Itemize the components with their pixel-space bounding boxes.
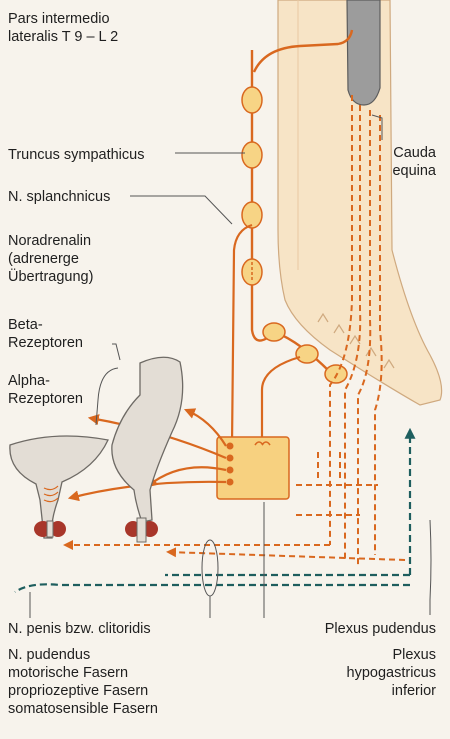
cauda-equina bbox=[346, 0, 381, 106]
ganglion bbox=[262, 322, 286, 342]
ganglion bbox=[241, 141, 263, 169]
sacral-notches bbox=[317, 312, 395, 369]
label-beta-rezeptoren: Beta-Rezeptoren bbox=[8, 317, 83, 351]
pudendal-fibers bbox=[14, 427, 416, 593]
splanchnic-nerve bbox=[230, 223, 253, 446]
ganglion bbox=[295, 344, 319, 364]
label-alpha-rezeptoren: Alpha-Rezeptoren bbox=[8, 373, 83, 407]
ganglion bbox=[241, 201, 263, 229]
spinal-cord bbox=[277, 0, 443, 406]
label-truncus-sympathicus: Truncus sympathicus bbox=[8, 147, 145, 163]
seminal-organ bbox=[111, 356, 184, 523]
preganglionic-fiber bbox=[252, 29, 354, 73]
bladder bbox=[9, 435, 109, 539]
label-n-penis: N. penis bzw. clitoridis bbox=[8, 621, 151, 637]
parasympathetic-fibers bbox=[63, 95, 406, 565]
label-plexus-pudendus: Plexus pudendus bbox=[324, 621, 436, 637]
ganglion bbox=[241, 86, 263, 114]
label-n-splanchnicus: N. splanchnicus bbox=[8, 189, 111, 205]
